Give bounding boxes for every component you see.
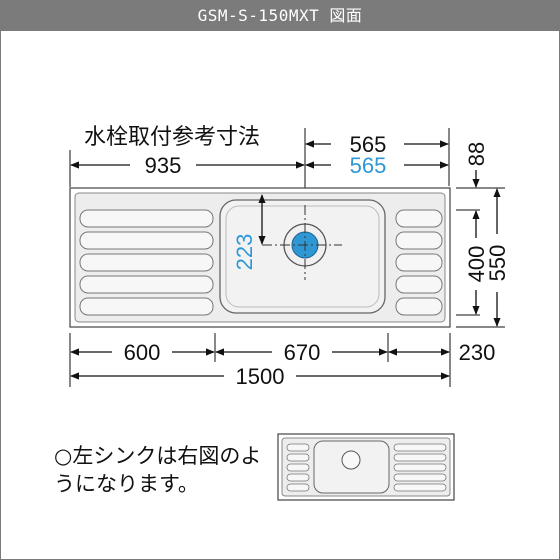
dim-1500: 1500: [236, 364, 285, 389]
faucet-reference-label: 水栓取付参考寸法: [84, 124, 260, 149]
dim-670: 670: [284, 340, 321, 365]
title-bar: GSM-S-150MXT 図面: [0, 0, 560, 31]
dim-565-blue: 565: [350, 153, 387, 178]
faucet-hole: [262, 205, 342, 280]
dim-935: 935: [145, 153, 182, 178]
dim-565: 565: [350, 132, 387, 157]
dim-400: 400: [464, 246, 489, 283]
dim-223-blue: 223: [232, 234, 257, 271]
right-drainboard: [395, 209, 443, 316]
left-drainboard: [79, 209, 214, 316]
left-sink-note: ○左シンクは右図のようになります。: [54, 444, 262, 496]
dim-88: 88: [464, 142, 489, 166]
dim-230: 230: [459, 340, 496, 365]
left-sink-thumbnail: [277, 433, 455, 501]
dim-550: 550: [485, 245, 510, 282]
dim-600: 600: [124, 340, 161, 365]
